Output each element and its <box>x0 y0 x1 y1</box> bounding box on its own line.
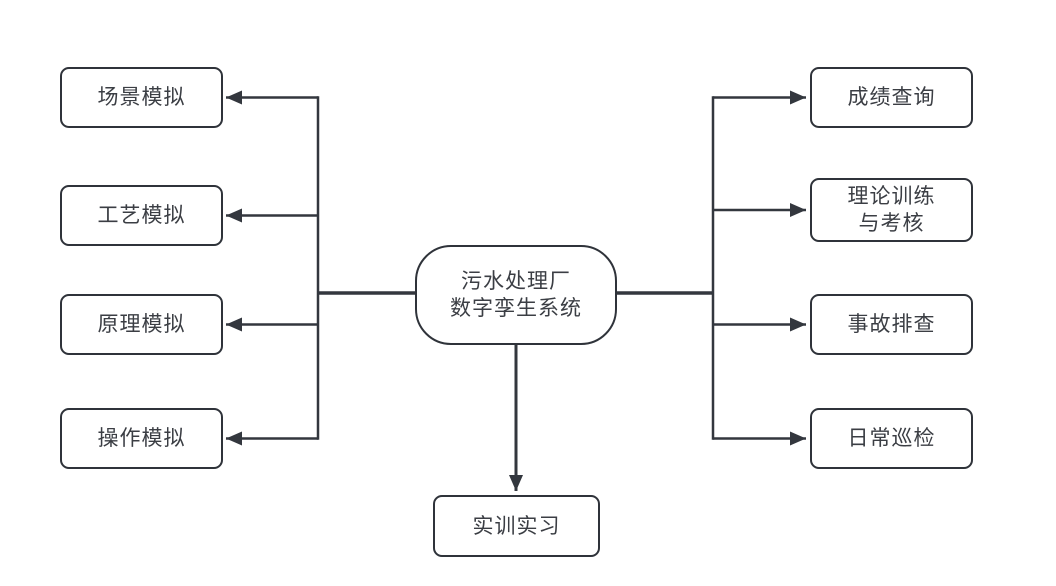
node-label: 工艺模拟 <box>97 204 186 227</box>
node-label: 污水处理厂 数字孪生系统 <box>450 270 582 320</box>
node-accident-investigation: 事故排查 <box>810 294 973 355</box>
node-label: 事故排查 <box>847 313 936 336</box>
node-label: 实训实习 <box>472 514 561 538</box>
node-label: 操作模拟 <box>97 427 186 450</box>
node-label: 场景模拟 <box>97 86 186 109</box>
node-label: 日常巡检 <box>847 427 936 450</box>
node-operation-simulation: 操作模拟 <box>60 408 223 469</box>
node-scene-simulation: 场景模拟 <box>60 67 223 128</box>
node-process-simulation: 工艺模拟 <box>60 185 223 246</box>
node-center-digital-twin-system: 污水处理厂 数字孪生系统 <box>415 245 617 345</box>
node-daily-inspection: 日常巡检 <box>810 408 973 469</box>
node-label: 理论训练 与考核 <box>847 185 936 235</box>
node-theory-training-assessment: 理论训练 与考核 <box>810 178 973 242</box>
node-practical-training: 实训实习 <box>433 495 600 557</box>
node-principle-simulation: 原理模拟 <box>60 294 223 355</box>
node-score-query: 成绩查询 <box>810 67 973 128</box>
node-label: 原理模拟 <box>97 313 186 336</box>
node-label: 成绩查询 <box>847 86 936 109</box>
